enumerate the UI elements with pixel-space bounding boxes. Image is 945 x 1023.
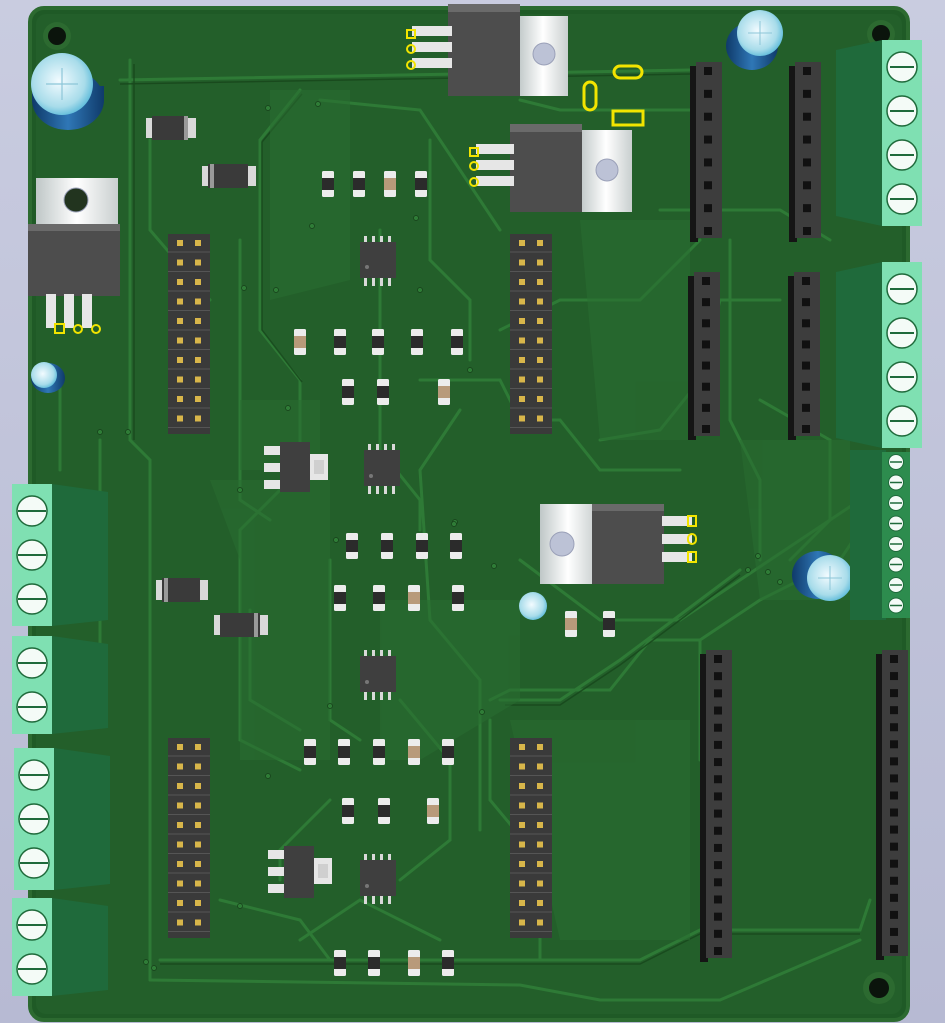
passive-0805 xyxy=(442,950,454,976)
large-cap-top-left xyxy=(31,53,104,130)
diode-2 xyxy=(202,164,256,188)
passive-0805 xyxy=(368,950,380,976)
mounting-hole-tl xyxy=(43,22,71,50)
to220-top xyxy=(406,4,568,96)
terminal-right-top xyxy=(836,40,922,226)
passive-0805 xyxy=(427,798,439,824)
terminal-left-3 xyxy=(14,748,110,890)
socket-mid-1 xyxy=(688,272,720,440)
diode-3 xyxy=(156,578,208,602)
mounting-hole-br xyxy=(863,972,895,1004)
sot223-mid-left xyxy=(264,442,328,492)
large-cap-top-right xyxy=(726,10,783,70)
passive-0805 xyxy=(378,798,390,824)
passive-0805 xyxy=(450,533,462,559)
pin-headers xyxy=(168,234,552,938)
header-2x10-left-top xyxy=(168,234,210,434)
socket-headers xyxy=(688,62,908,962)
passive-0805 xyxy=(438,379,450,405)
vias xyxy=(97,101,783,971)
passive-0805 xyxy=(452,585,464,611)
jst-8pin-right xyxy=(850,450,910,620)
terminal-blocks xyxy=(12,40,922,996)
passive-0805 xyxy=(565,611,577,637)
passive-0805 xyxy=(373,739,385,765)
passive-0805 xyxy=(384,171,396,197)
socket-long-1 xyxy=(700,650,732,962)
passive-0805 xyxy=(353,171,365,197)
passive-0805 xyxy=(304,739,316,765)
terminal-left-1 xyxy=(12,484,108,626)
terminal-left-4 xyxy=(12,898,108,996)
ic-4 xyxy=(360,854,396,904)
small-cap-left xyxy=(31,362,65,393)
terminal-right-mid xyxy=(836,262,922,448)
smd-passives xyxy=(294,171,615,976)
passive-0805 xyxy=(334,329,346,355)
to220-upper-right xyxy=(469,124,632,212)
passive-0805 xyxy=(342,379,354,405)
diode-1 xyxy=(146,116,196,140)
sot223-bottom-left xyxy=(268,846,332,898)
socket-long-2 xyxy=(876,650,908,960)
passive-0805 xyxy=(411,329,423,355)
passive-0805 xyxy=(346,533,358,559)
passive-0805 xyxy=(416,533,428,559)
passive-0805 xyxy=(372,329,384,355)
passive-0805 xyxy=(381,533,393,559)
passive-0805 xyxy=(408,950,420,976)
passive-0805 xyxy=(377,379,389,405)
passive-0805 xyxy=(408,739,420,765)
ic-2 xyxy=(364,444,400,494)
passive-0805 xyxy=(294,329,306,355)
small-cap-center xyxy=(519,592,547,620)
large-cap-right xyxy=(792,551,853,601)
passive-0805 xyxy=(442,739,454,765)
socket-top-2 xyxy=(789,62,821,242)
passive-0805 xyxy=(373,585,385,611)
ic-1 xyxy=(360,236,396,286)
passive-0805 xyxy=(408,585,420,611)
passive-0805 xyxy=(342,798,354,824)
unpopulated-pads-top xyxy=(582,64,645,127)
passive-0805 xyxy=(322,171,334,197)
socket-mid-2 xyxy=(788,272,820,440)
to220-center-right xyxy=(540,504,697,584)
header-2x10-center-bottom xyxy=(510,738,552,938)
passive-0805 xyxy=(334,585,346,611)
passive-0805 xyxy=(338,739,350,765)
header-2x10-left-bottom xyxy=(168,738,210,938)
passive-0805 xyxy=(415,171,427,197)
diode-4 xyxy=(214,613,268,637)
passive-0805 xyxy=(451,329,463,355)
ic-3 xyxy=(360,650,396,700)
terminal-left-2 xyxy=(12,636,108,734)
to220-left xyxy=(28,178,120,334)
header-2x10-center-top xyxy=(510,234,552,434)
passive-0805 xyxy=(603,611,615,637)
copper-pours xyxy=(210,90,850,940)
passive-0805 xyxy=(334,950,346,976)
socket-top-1 xyxy=(690,62,722,242)
